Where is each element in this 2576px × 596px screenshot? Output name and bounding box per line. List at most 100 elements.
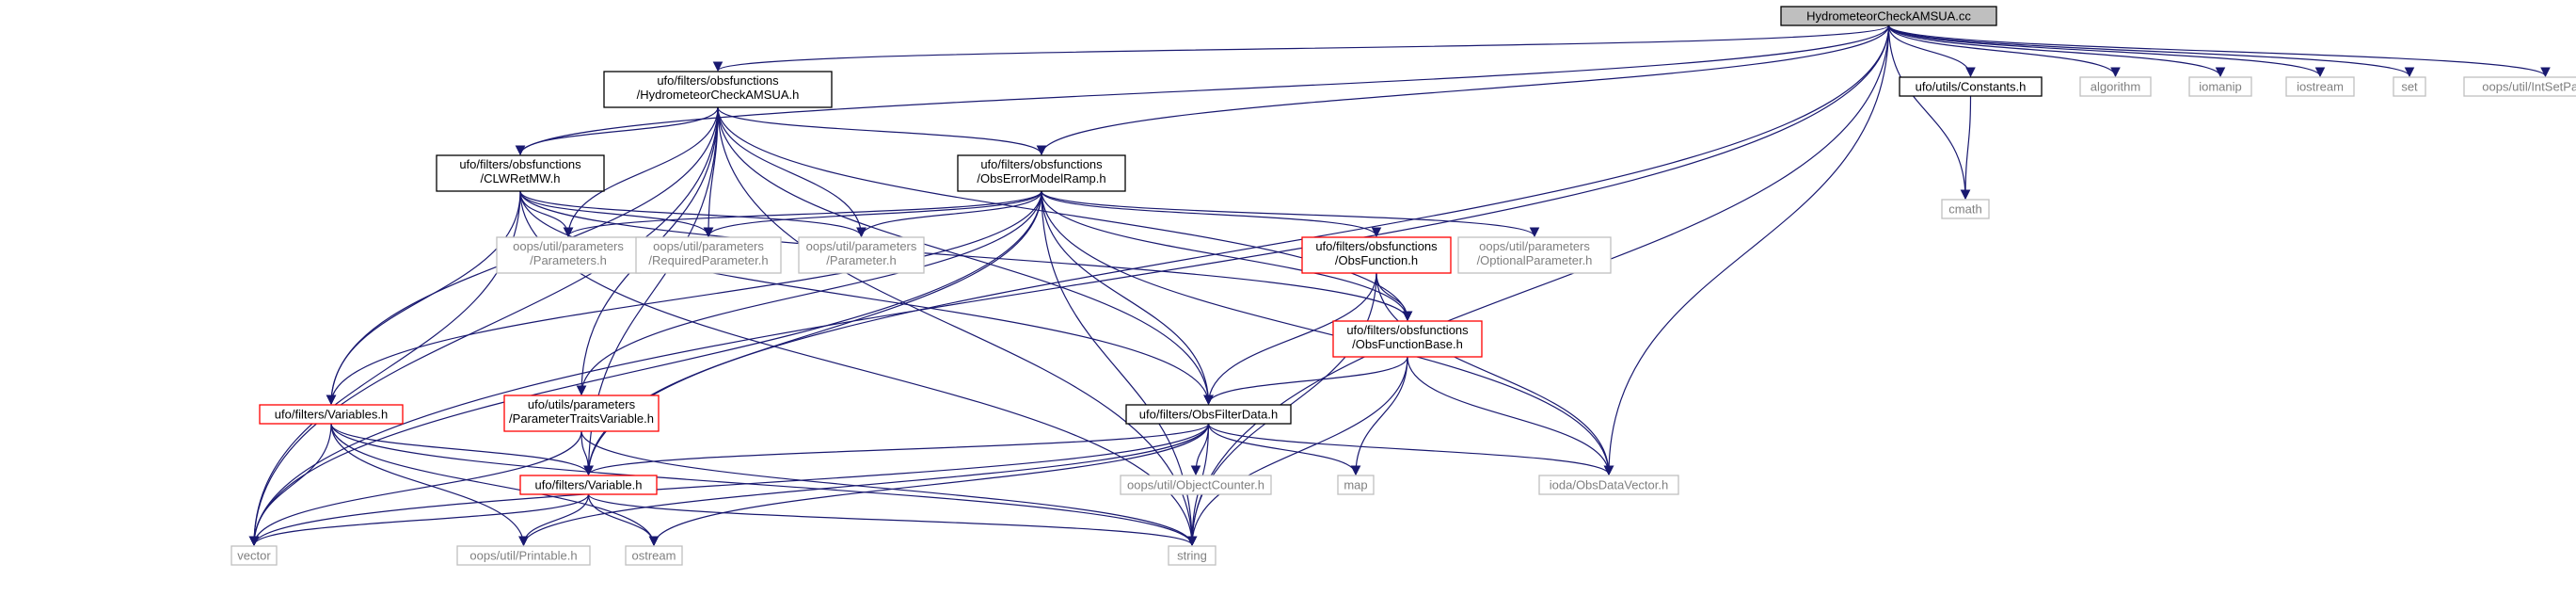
node-iostream[interactable]: iostream <box>2285 76 2355 97</box>
edge-hdr-to-obsfunctionbase <box>717 106 1413 322</box>
node-constants[interactable]: ufo/utils/Constants.h <box>1899 76 2043 97</box>
node-optionalparam[interactable]: oops/util/parameters/OptionalParameter.h <box>1457 236 1612 274</box>
node-box <box>2463 76 2576 97</box>
node-label: /ObsFunctionBase.h <box>1352 337 1463 351</box>
node-clwretmw[interactable]: ufo/filters/obsfunctions/CLWRetMW.h <box>436 154 605 192</box>
node-algorithm[interactable]: algorithm <box>2079 76 2152 97</box>
edge-variables-to-ostream <box>330 423 660 547</box>
edge-root-to-iomanip <box>1887 24 2226 78</box>
node-label: ufo/filters/obsfunctions <box>1315 239 1438 253</box>
node-printable[interactable]: oops/util/Printable.h <box>456 545 591 566</box>
edge-obserrmodelramp-to-obsfunction <box>1041 190 1382 238</box>
node-intsetparser[interactable]: oops/util/IntSetParser.h <box>2463 76 2576 97</box>
node-cmath[interactable]: cmath <box>1941 199 1990 219</box>
node-label: ufo/filters/obsfunctions <box>1346 323 1469 337</box>
edge-hdr-to-obserrmodelramp <box>717 106 1047 156</box>
edge-root-to-constants <box>1887 24 1976 78</box>
nodes-layer: HydrometeorCheckAMSUA.cc ufo/filters/obsf… <box>231 6 2576 566</box>
node-obsfunctionbase[interactable]: ufo/filters/obsfunctions/ObsFunctionBase… <box>1332 320 1483 358</box>
node-label: ufo/filters/obsfunctions <box>459 157 581 171</box>
node-label: set <box>2401 80 2418 94</box>
edge-root-to-cmath <box>1887 24 1971 201</box>
node-label: oops/util/parameters <box>653 239 764 253</box>
node-vector[interactable]: vector <box>231 545 278 566</box>
edge-hdr-to-string <box>717 106 1198 547</box>
edge-paramtraitsvar-to-vector <box>248 430 582 547</box>
edge-obsfunctionbase-to-map <box>1350 356 1408 476</box>
node-label: /CLWRetMW.h <box>481 171 561 185</box>
node-box <box>1941 199 1990 219</box>
edge-clwretmw-to-obsfunctionbase <box>519 190 1413 322</box>
node-label: ufo/filters/obsfunctions <box>657 73 779 88</box>
edge-clwretmw-to-parameter <box>519 190 867 238</box>
edge-hdr-to-clwretmw <box>515 106 719 156</box>
edge-obserrmodelramp-to-obsfunctionbase <box>1041 190 1413 322</box>
edge-clwretmw-to-variables <box>326 190 521 406</box>
node-box <box>2079 76 2152 97</box>
node-label: oops/util/IntSetParser.h <box>2482 80 2576 94</box>
node-label: /ParameterTraitsVariable.h <box>509 411 654 426</box>
node-obsfilterdata[interactable]: ufo/filters/ObsFilterData.h <box>1125 404 1292 425</box>
edge-hdr-to-parameter <box>717 106 867 238</box>
node-box <box>2393 76 2426 97</box>
node-label: algorithm <box>2091 80 2140 94</box>
node-set[interactable]: set <box>2393 76 2426 97</box>
node-box <box>231 545 278 566</box>
node-box <box>2285 76 2355 97</box>
node-label: ufo/utils/parameters <box>528 397 636 411</box>
edge-root-to-set <box>1887 24 2415 78</box>
edge-obsfunctionbase-to-string <box>1186 356 1408 547</box>
node-box <box>957 154 1126 192</box>
node-box <box>436 154 605 192</box>
edge-constants-to-cmath <box>1960 95 1972 201</box>
edge-root-to-obsdatavector <box>1603 24 1890 476</box>
node-root[interactable]: HydrometeorCheckAMSUA.cc <box>1780 6 1997 26</box>
edge-variables-to-variable <box>330 423 594 476</box>
edge-obserrmodelramp-to-parameter <box>856 190 1042 238</box>
edge-root-to-string <box>1186 24 1890 547</box>
node-paramtraitsvar[interactable]: ufo/utils/parameters/ParameterTraitsVari… <box>503 395 660 432</box>
node-iomanip[interactable]: iomanip <box>2188 76 2252 97</box>
node-parameters[interactable]: oops/util/parameters/Parameters.h <box>496 236 641 274</box>
edge-root-to-clwretmw <box>515 24 1890 156</box>
node-map[interactable]: map <box>1337 475 1375 495</box>
node-label: /ObsErrorModelRamp.h <box>977 171 1105 185</box>
node-label: iomanip <box>2199 80 2242 94</box>
node-box <box>519 475 658 495</box>
node-label: oops/util/parameters <box>806 239 917 253</box>
node-string[interactable]: string <box>1168 545 1216 566</box>
node-box <box>503 395 660 432</box>
node-label: ostream <box>632 549 676 563</box>
node-requiredparam[interactable]: oops/util/parameters/RequiredParameter.h <box>635 236 782 274</box>
node-label: iostream <box>2297 80 2344 94</box>
edges-layer <box>248 24 2551 547</box>
edge-obserrmodelramp-to-requiredparam <box>703 190 1042 238</box>
edge-obsfilterdata-to-printable <box>518 423 1210 547</box>
edge-hdr-to-parameters <box>563 106 719 238</box>
node-label: oops/util/parameters <box>513 239 624 253</box>
node-label: oops/util/Printable.h <box>469 549 577 563</box>
node-label: /Parameters.h <box>530 253 607 267</box>
edge-root-to-obserrmodelramp <box>1036 24 1890 156</box>
edge-variable-to-ostream <box>587 493 660 547</box>
node-obserrmodelramp[interactable]: ufo/filters/obsfunctions/ObsErrorModelRa… <box>957 154 1126 192</box>
node-variables[interactable]: ufo/filters/Variables.h <box>259 404 404 425</box>
node-box <box>1168 545 1216 566</box>
node-objectcounter[interactable]: oops/util/ObjectCounter.h <box>1120 475 1272 495</box>
node-obsfunction[interactable]: ufo/filters/obsfunctions/ObsFunction.h <box>1301 236 1452 274</box>
node-variable[interactable]: ufo/filters/Variable.h <box>519 475 658 495</box>
node-label: HydrometeorCheckAMSUA.cc <box>1806 9 1971 24</box>
node-label: string <box>1177 549 1207 563</box>
edge-variable-to-string <box>587 493 1198 547</box>
node-box <box>1332 320 1483 358</box>
node-parameter[interactable]: oops/util/parameters/Parameter.h <box>798 236 925 274</box>
node-label: ufo/filters/ObsFilterData.h <box>1139 408 1278 422</box>
node-obsdatavector[interactable]: ioda/ObsDataVector.h <box>1538 475 1679 495</box>
node-label: oops/util/parameters <box>1479 239 1590 253</box>
node-ostream[interactable]: ostream <box>625 545 683 566</box>
edge-obsfunctionbase-to-obsdatavector <box>1407 356 1614 476</box>
node-hdr[interactable]: ufo/filters/obsfunctions/HydrometeorChec… <box>603 71 833 108</box>
node-label: ufo/filters/Variables.h <box>275 408 388 422</box>
node-box <box>1125 404 1292 425</box>
